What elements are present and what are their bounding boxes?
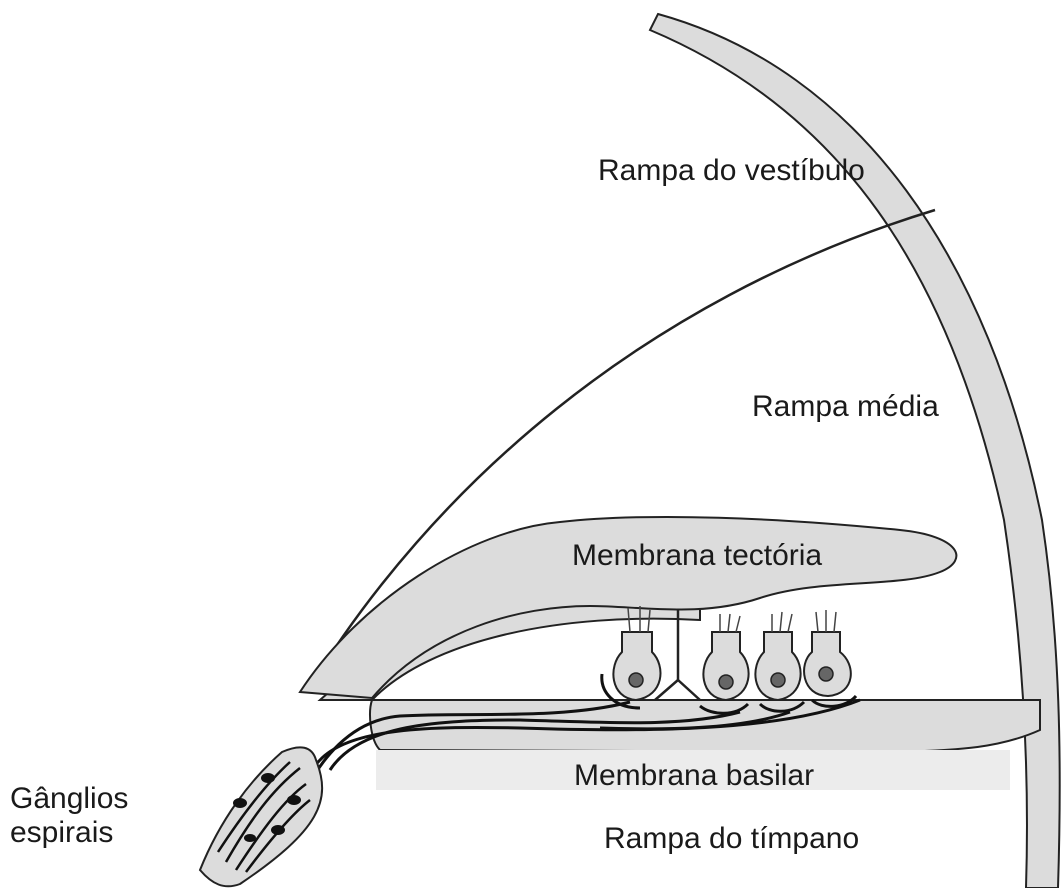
- pillar-cells: [655, 610, 700, 700]
- label-membrana-basilar: Membrana basilar: [574, 759, 814, 792]
- label-membrana-tectoria: Membrana tectória: [572, 539, 822, 572]
- label-rampa-timpano: Rampa do tímpano: [604, 822, 859, 855]
- outer-hair-cell-2: [755, 612, 800, 700]
- label-rampa-vestibulo: Rampa do vestíbulo: [598, 154, 865, 187]
- label-rampa-media: Rampa média: [752, 390, 939, 423]
- outer-hair-cell-3: [804, 610, 851, 696]
- label-ganglios-line1: Gânglios: [10, 782, 128, 815]
- label-ganglios-line2: espirais: [10, 816, 113, 849]
- outer-hair-cell-1: [703, 614, 748, 700]
- spiral-ganglion: [200, 747, 322, 886]
